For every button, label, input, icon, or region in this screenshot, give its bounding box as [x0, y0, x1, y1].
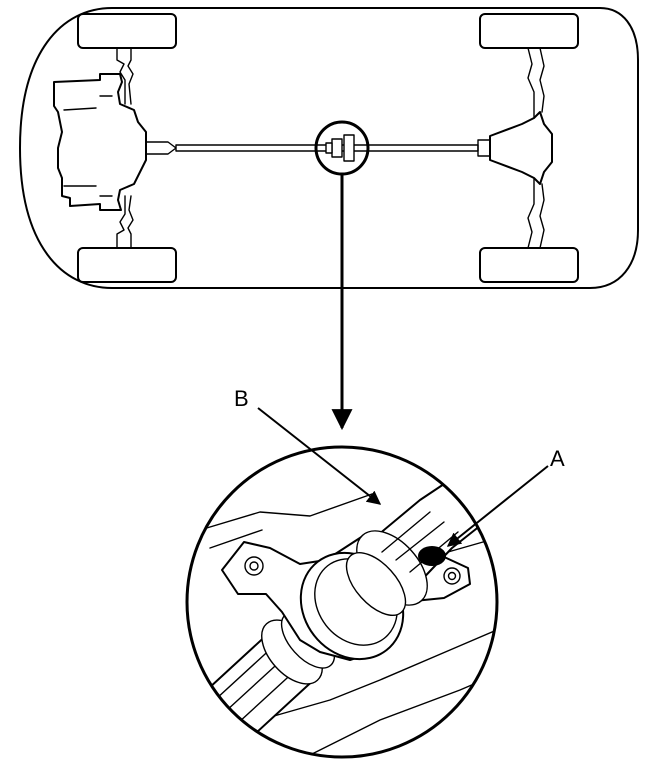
callout-b-label: B [234, 386, 249, 411]
rear-axle-upper [527, 47, 545, 119]
engine-detail-lines [63, 95, 113, 197]
detail-view [185, 445, 499, 759]
rear-differential [489, 111, 553, 185]
wheel-rear-right [479, 247, 579, 283]
callout-a-leader [446, 465, 549, 547]
center-bearing-top [325, 134, 355, 162]
vehicle-overview [19, 7, 639, 289]
propeller-shaft-front [145, 141, 177, 155]
propeller-shaft-rear-joint [477, 139, 491, 157]
front-axle-lower [116, 195, 134, 249]
front-axle-upper [116, 47, 134, 105]
wheel-rear-left [479, 13, 579, 49]
rear-axle-lower [527, 177, 545, 249]
engine-transmission [53, 73, 147, 211]
callout-b-leader [257, 407, 382, 505]
wheel-front-left [77, 13, 177, 49]
callout-a-label: A [550, 446, 565, 471]
wheel-front-right [77, 247, 177, 283]
detail-circle-border [185, 445, 499, 759]
alignment-mark-a [418, 546, 446, 566]
